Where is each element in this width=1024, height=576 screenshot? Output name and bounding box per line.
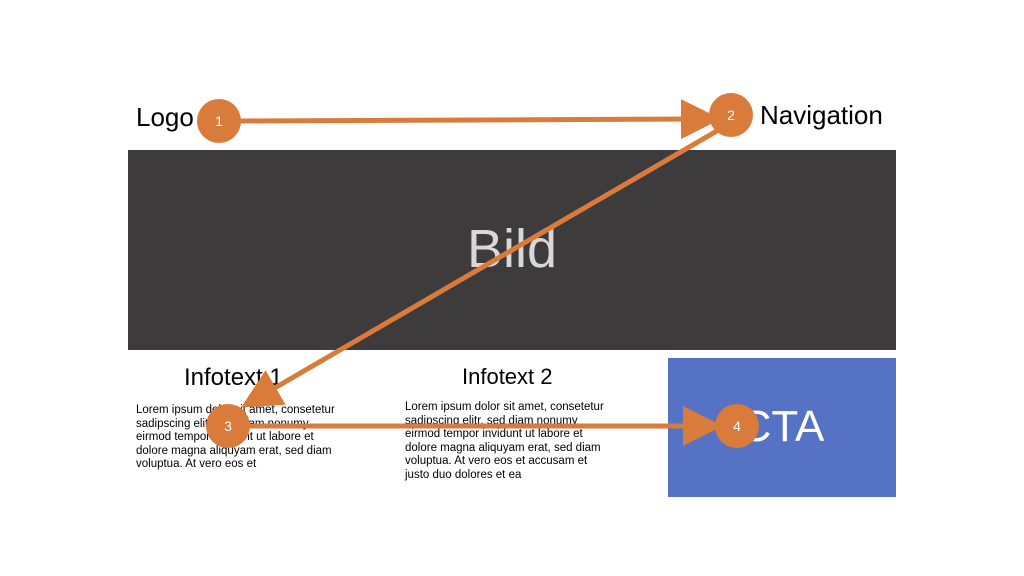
step-badge-1: 1 (197, 99, 241, 143)
flow-arrow-2-3 (241, 125, 724, 408)
step-badge-2: 2 (709, 93, 753, 137)
step-badge-2-label: 2 (727, 107, 735, 123)
infotext-2-title: Infotext 2 (462, 364, 553, 389)
logo-label: Logo (136, 102, 194, 132)
step-badge-3-label: 3 (224, 418, 232, 434)
step-badge-4-label: 4 (733, 418, 741, 434)
step-badge-3: 3 (206, 404, 250, 448)
flow-arrow-1-2 (239, 99, 721, 140)
hero-image-placeholder: Bild (128, 150, 896, 350)
step-badge-1-label: 1 (215, 113, 223, 129)
step-badge-4: 4 (715, 404, 759, 448)
navigation-label: Navigation (760, 100, 883, 130)
